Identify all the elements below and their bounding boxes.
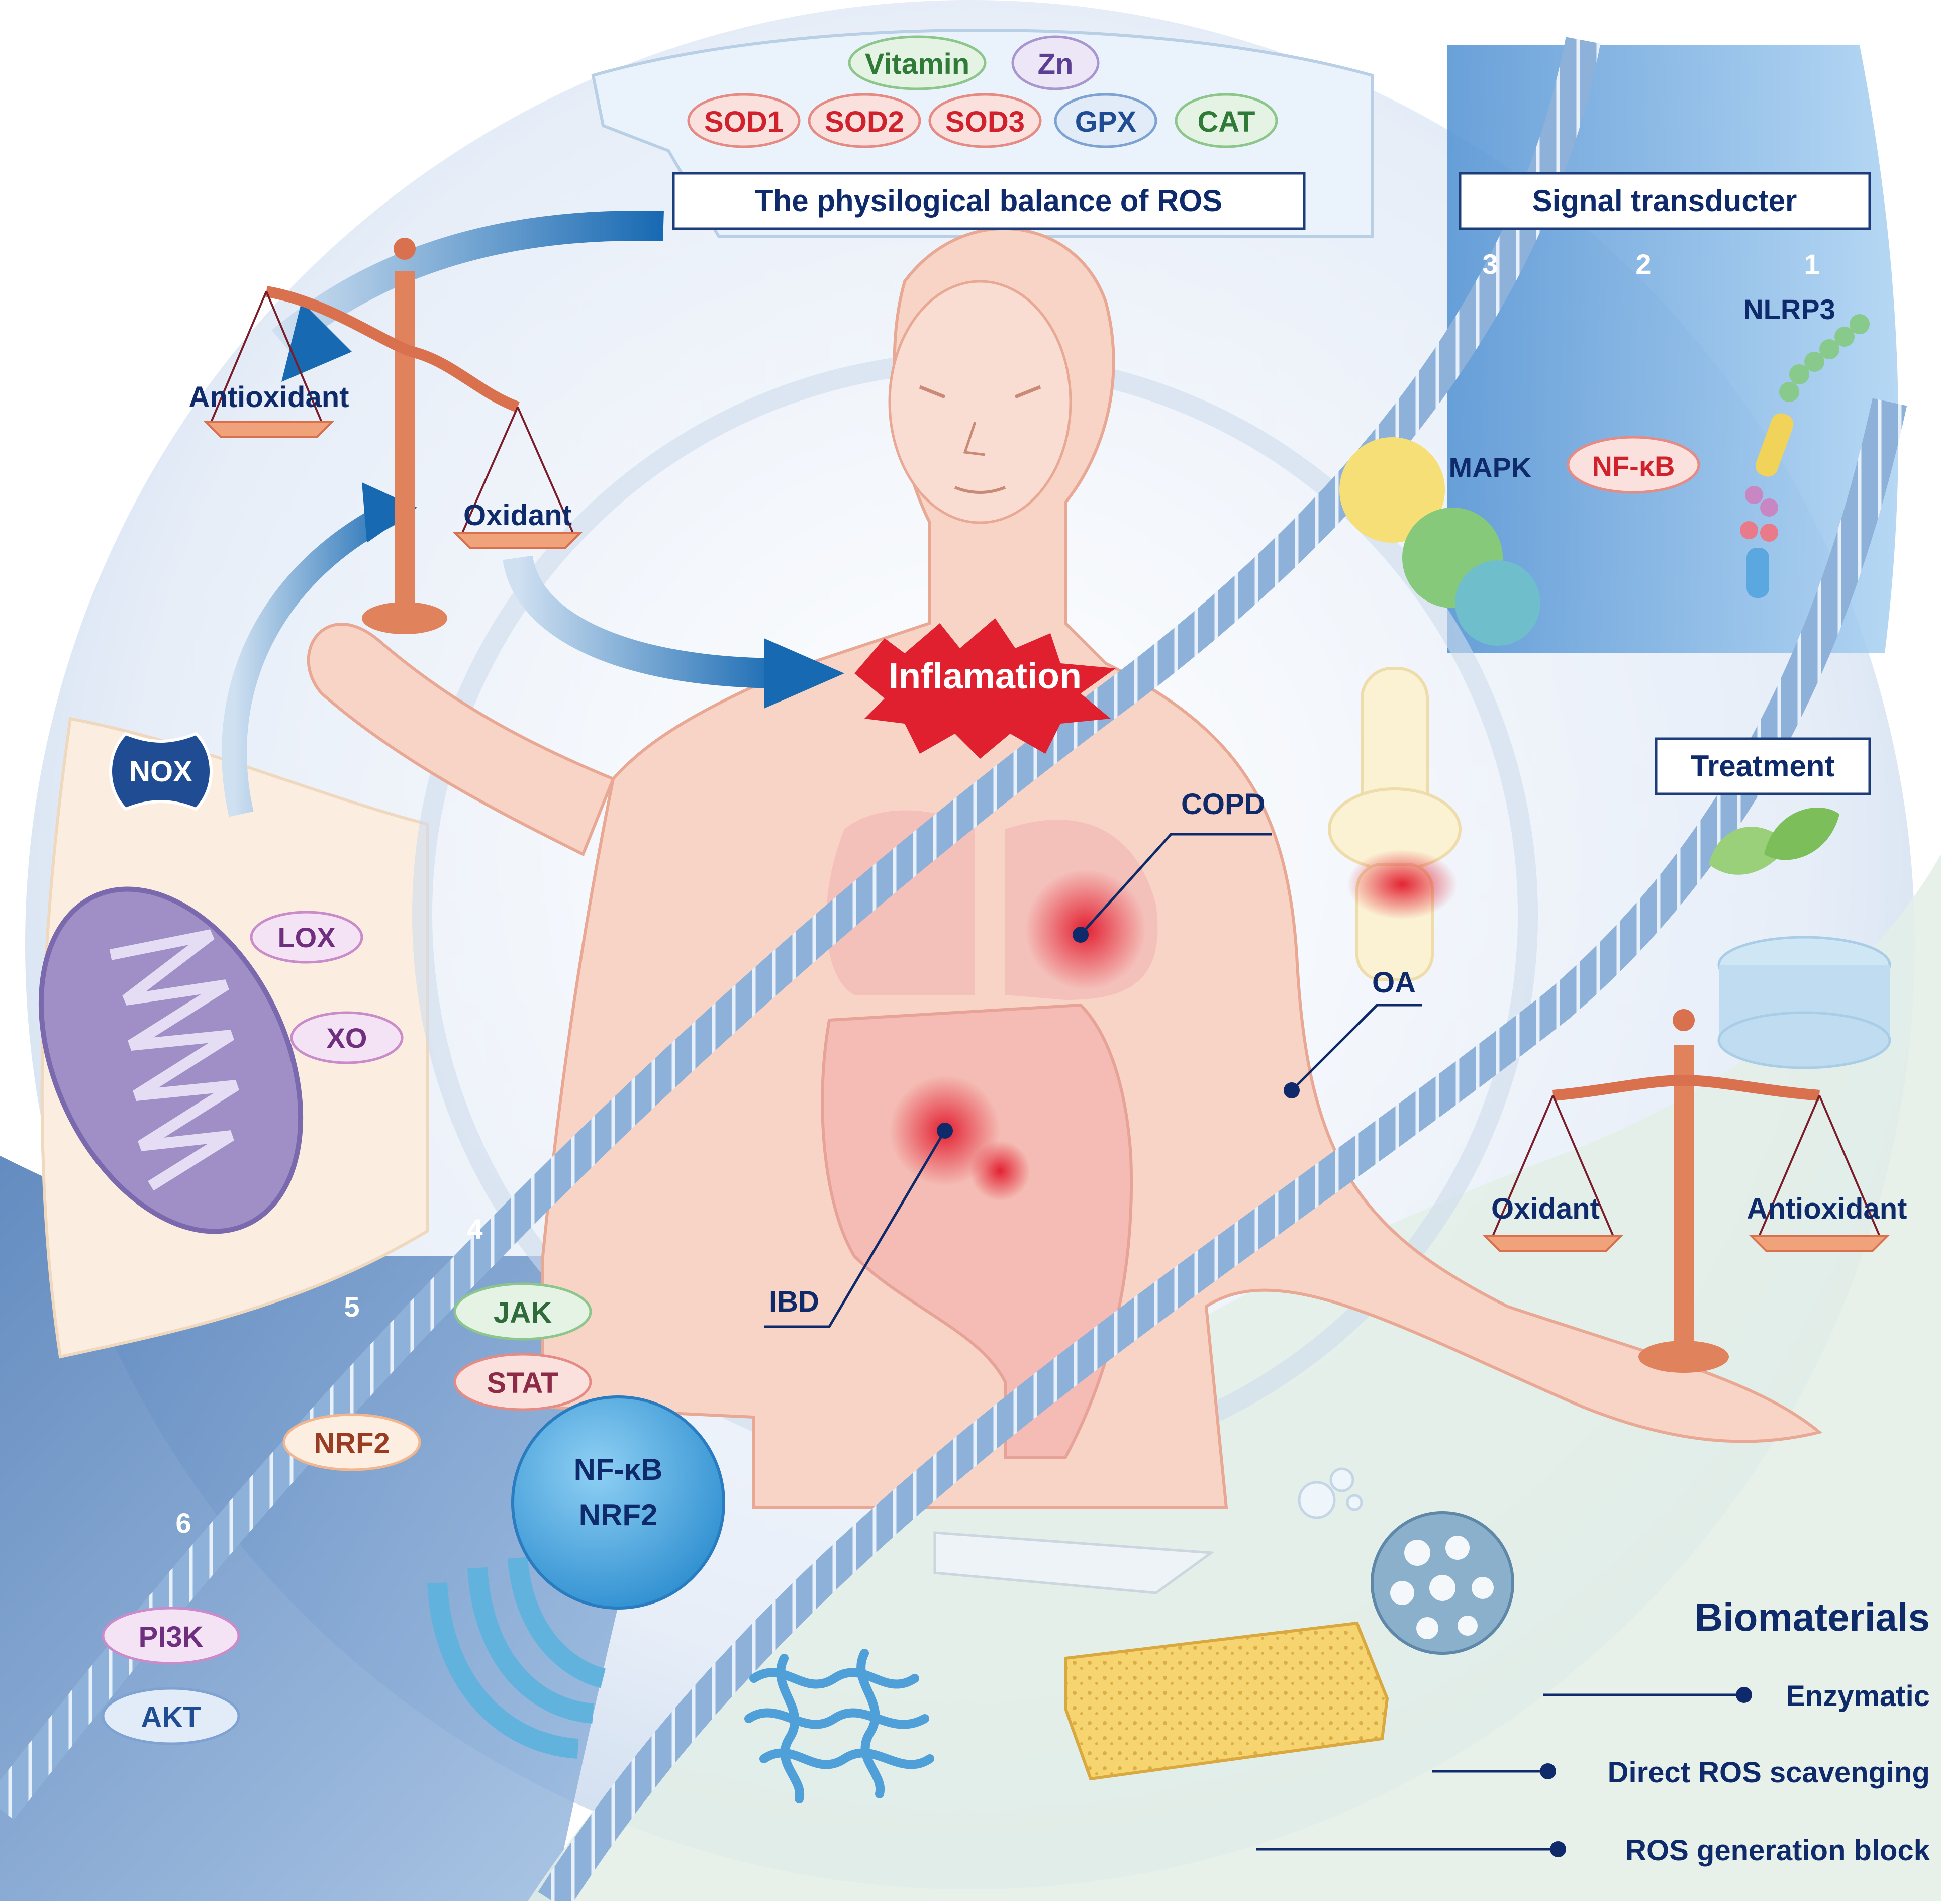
nox-to-oxidant-arrow bbox=[222, 496, 408, 817]
pathway-number-5: 5 bbox=[344, 1291, 359, 1323]
mapk-protein-icon bbox=[1339, 437, 1540, 646]
pill-sod2 bbox=[808, 93, 921, 148]
oa-leader-dot bbox=[1284, 1082, 1300, 1098]
nucleus bbox=[511, 1395, 725, 1610]
mapk-label: MAPK bbox=[1449, 452, 1532, 483]
pill-sod1-label: SOD1 bbox=[704, 106, 784, 138]
copd-leader-line bbox=[1080, 833, 1272, 936]
pill-vitamin-label: Vitamin bbox=[865, 48, 969, 80]
pill-gpx bbox=[1054, 93, 1157, 148]
scavenging-leader-dot bbox=[1540, 1763, 1556, 1779]
pathway-number-2: 2 bbox=[1635, 248, 1651, 280]
ibd-label: IBD bbox=[769, 1285, 819, 1318]
knee-joint-illustration bbox=[1328, 667, 1462, 981]
hydrogel-network-icon bbox=[744, 1649, 934, 1803]
pill-cat-label: CAT bbox=[1198, 106, 1255, 138]
ibd-leader-dot bbox=[937, 1123, 953, 1139]
treatment-title: Treatment bbox=[1691, 749, 1835, 783]
left-antioxidant-label: Antioxidant bbox=[189, 381, 349, 414]
right-oxidant-label: Oxidant bbox=[1491, 1192, 1600, 1225]
pathway-number-3: 3 bbox=[1482, 248, 1498, 280]
right-balance-scale bbox=[1483, 1009, 1890, 1373]
pill-zn-label: Zn bbox=[1038, 48, 1074, 80]
film-sheet-icon bbox=[933, 1531, 1215, 1594]
pill-sod3-label: SOD3 bbox=[945, 106, 1025, 138]
pill-sod3 bbox=[928, 93, 1042, 148]
left-balance-scale bbox=[204, 238, 583, 634]
cell-membrane-right bbox=[538, 398, 1907, 1904]
nucleus-label-line2: NRF2 bbox=[579, 1498, 658, 1532]
akt-label: AKT bbox=[141, 1701, 201, 1734]
xo-label: XO bbox=[327, 1022, 367, 1054]
signal-title-box bbox=[1459, 172, 1871, 230]
biomaterial-enzymatic: Enzymatic bbox=[1786, 1680, 1930, 1713]
pill-sod2-label: SOD2 bbox=[825, 106, 904, 138]
arrowhead-to-oxidant bbox=[362, 482, 417, 543]
ibd-hotspot-secondary bbox=[970, 1141, 1030, 1201]
pill-lox bbox=[250, 911, 363, 964]
pill-nrf2 bbox=[282, 1413, 421, 1471]
nrf2-label: NRF2 bbox=[314, 1427, 390, 1460]
pill-jak bbox=[453, 1282, 592, 1341]
balance-title-box bbox=[672, 172, 1306, 230]
generation-block-leader-dot bbox=[1550, 1841, 1566, 1857]
biomaterials-title: Biomaterials bbox=[1695, 1595, 1930, 1639]
left-oxidant-label: Oxidant bbox=[463, 499, 572, 532]
oa-leader-line bbox=[1291, 1004, 1422, 1091]
porous-nanosphere-icon bbox=[1371, 1511, 1514, 1655]
biomaterial-generation-block: ROS generation block bbox=[1625, 1834, 1930, 1867]
copd-leader-dot bbox=[1073, 927, 1089, 943]
pill-xo bbox=[290, 1011, 404, 1064]
sponge-scaffold-icon bbox=[1064, 1621, 1389, 1781]
golgi-apparatus-icon bbox=[427, 1557, 606, 1759]
pill-akt bbox=[102, 1687, 240, 1745]
jak-label: JAK bbox=[494, 1296, 552, 1329]
pill-sod1 bbox=[687, 93, 801, 148]
bubbles-icon bbox=[1298, 1467, 1363, 1519]
nox-badge bbox=[109, 732, 213, 811]
mitochondrion-icon bbox=[38, 886, 304, 1234]
pathway-number-4: 4 bbox=[467, 1213, 482, 1245]
enzymatic-leader-dot bbox=[1736, 1687, 1752, 1703]
inflammation-burst bbox=[854, 618, 1116, 759]
nox-label: NOX bbox=[129, 755, 192, 788]
stat-label: STAT bbox=[487, 1367, 559, 1399]
pi3k-label: PI3K bbox=[139, 1621, 204, 1653]
oa-label: OA bbox=[1372, 966, 1416, 999]
pill-stat bbox=[453, 1353, 592, 1411]
nucleus-label-line1: NF-κB bbox=[574, 1453, 663, 1486]
pill-vitamin bbox=[848, 35, 987, 90]
nlrp3-protein-icon bbox=[1740, 314, 1870, 598]
arrowhead-to-antioxidant bbox=[281, 302, 352, 382]
pill-pi3k bbox=[102, 1607, 240, 1665]
lox-label: LOX bbox=[277, 922, 335, 953]
nlrp3-label: NLRP3 bbox=[1743, 293, 1835, 325]
treatment-title-box bbox=[1655, 737, 1871, 795]
right-antioxidant-label: Antioxidant bbox=[1747, 1192, 1907, 1225]
ibd-leader-line bbox=[764, 1130, 946, 1328]
pathway-number-6: 6 bbox=[175, 1507, 191, 1539]
pill-gpx-label: GPX bbox=[1075, 106, 1137, 138]
nfkb-top-label: NF-κB bbox=[1592, 450, 1675, 482]
biomaterial-direct-scavenging: Direct ROS scavenging bbox=[1608, 1756, 1930, 1789]
oxidant-to-inflammation-arrow bbox=[503, 555, 785, 688]
arrowhead-to-inflammation bbox=[764, 638, 844, 709]
pill-zn bbox=[1011, 35, 1100, 90]
pathway-number-1: 1 bbox=[1804, 248, 1819, 280]
pill-nfkb-top bbox=[1567, 436, 1700, 494]
copd-label: COPD bbox=[1181, 788, 1266, 821]
biomaterial-zone-background bbox=[528, 854, 1941, 1901]
balance-title: The physilogical balance of ROS bbox=[755, 184, 1222, 218]
inflammation-label: Inflamation bbox=[889, 656, 1082, 696]
plant-leaf-icon bbox=[1709, 807, 1839, 875]
signal-title: Signal transducter bbox=[1532, 184, 1797, 218]
pill-cat bbox=[1175, 93, 1278, 148]
biomaterial-disc-icon bbox=[1717, 936, 1891, 1069]
